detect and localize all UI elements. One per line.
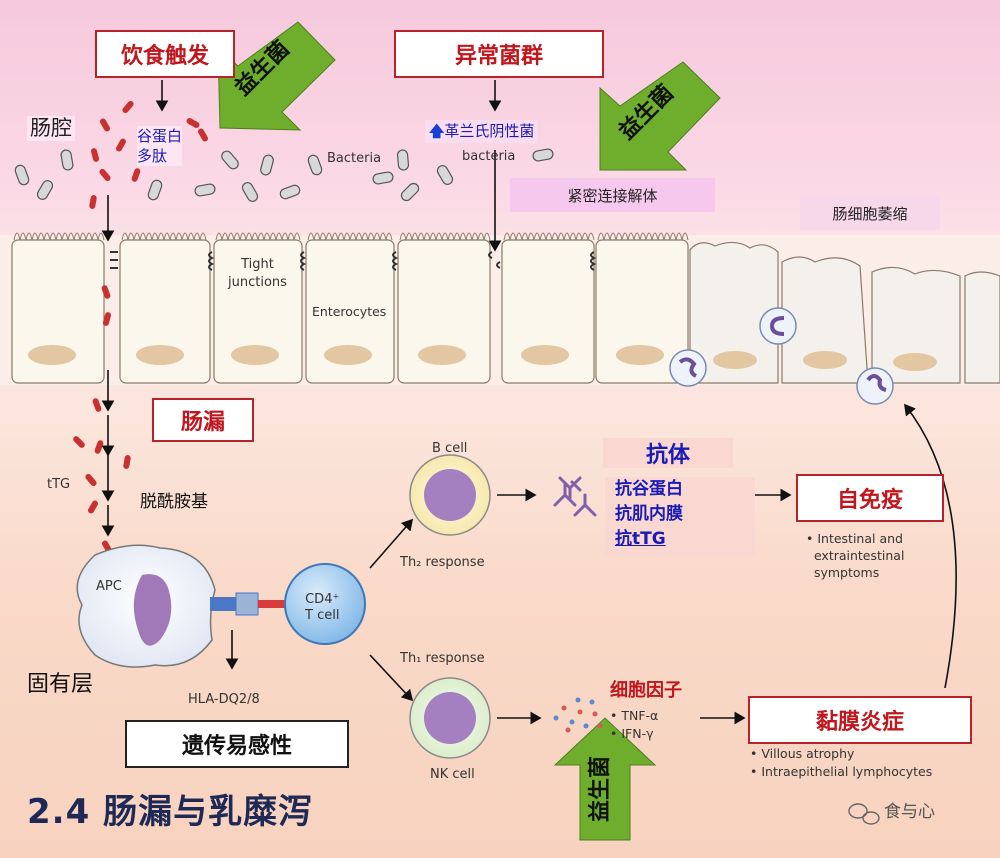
th1-label: Th₁ response [400,651,485,666]
b-cell-label: B cell [432,441,468,456]
gluten-peptide-label: 谷蛋白 多肽 [137,126,183,166]
hla-label: HLA-DQ2/8 [188,692,260,707]
genetic-susceptibility-box: 遗传易感性 [125,720,349,768]
flow-arrows [101,80,957,725]
villous-atrophy-item: • Villous atrophy [750,746,855,761]
apc-nucleus [133,574,172,646]
antibody-item: 抗tTG [615,529,666,549]
probiotic-label-3: 益生菌 [588,755,614,823]
gram-negative-text: 革兰氏阴性菌 [444,122,535,140]
cytokine-dots [553,697,603,733]
antibody-list: 抗谷蛋白 抗肌内膜 抗tTG [605,477,755,557]
deamidation-label: 脱酰胺基 [140,492,208,512]
cytokines-label: 细胞因子 [610,680,682,701]
diet-trigger-box: 饮食触发 [95,30,235,78]
enterocyte [595,239,689,384]
watermark-text: 食与心 [884,802,935,822]
cd4-label: CD4⁺ T cell [305,592,340,623]
iel-item: • Intraepithelial lymphocytes [750,764,933,779]
up-arrow-icon: 🡅 [429,122,445,140]
tight-junction-disassembly-label: 紧密连接解体 [510,178,715,212]
probiotic-arrows [217,21,721,841]
mhc-tcr-complex [210,592,288,616]
autoimmune-box: 自免疫 [796,474,944,522]
th2-label: Th₂ response [400,555,485,570]
ttg-label: tTG [47,477,71,492]
enterocyte [305,239,395,384]
bacteria-label: Bacteria [327,151,382,166]
enterocyte [501,239,595,384]
villous-atrophy-cn-label: 肠细胞萎缩 [800,196,940,230]
enterocyte-atrophied [871,266,961,384]
enterocytes-label: Enterocytes [312,304,387,319]
intraepithelial-lymphocytes [669,307,894,405]
enterocyte [397,239,491,384]
tight-junctions-label: Tight junctions [228,256,287,292]
bacteria-label-2: bacteria [462,149,516,164]
cytokine-ifn: • IFN-γ [610,726,654,741]
antibodies [553,476,597,517]
footer-title: 2.4 肠漏与乳糜泻 [27,792,314,832]
gram-negative-label: 🡅革兰氏阴性菌 [425,120,539,143]
tight-junctions [110,251,597,271]
antibody-label: 抗体 [603,438,733,468]
autoimmune-symptoms: • Intestinal and extraintestinal symptom… [806,531,905,580]
abnormal-flora-box: 异常菌群 [394,30,604,78]
enterocyte [119,239,211,384]
enterocytes [11,239,1000,384]
lumen-label: 肠腔 [27,116,75,141]
antibody-item: 抗谷蛋白 [615,479,683,499]
cd4-t-cell [284,563,366,645]
gluten-peptides [73,100,208,554]
mucosal-inflammation-box: 黏膜炎症 [748,696,972,744]
lamina-propria-label: 固有层 [27,672,94,697]
enterocyte-atrophied [781,256,869,384]
leaky-gut-box: 肠漏 [152,398,254,442]
antibody-item: 抗肌内膜 [615,504,683,524]
enterocyte [11,239,105,384]
nk-cell-label: NK cell [430,767,475,782]
enterocyte-atrophied [689,241,779,384]
cytokine-tnf: • TNF-α [610,708,659,723]
enterocyte-atrophied [964,271,1000,384]
apc-label: APC [96,579,122,594]
microvilli [13,232,689,241]
bacteria [14,148,554,202]
watermark-icon [848,803,880,825]
